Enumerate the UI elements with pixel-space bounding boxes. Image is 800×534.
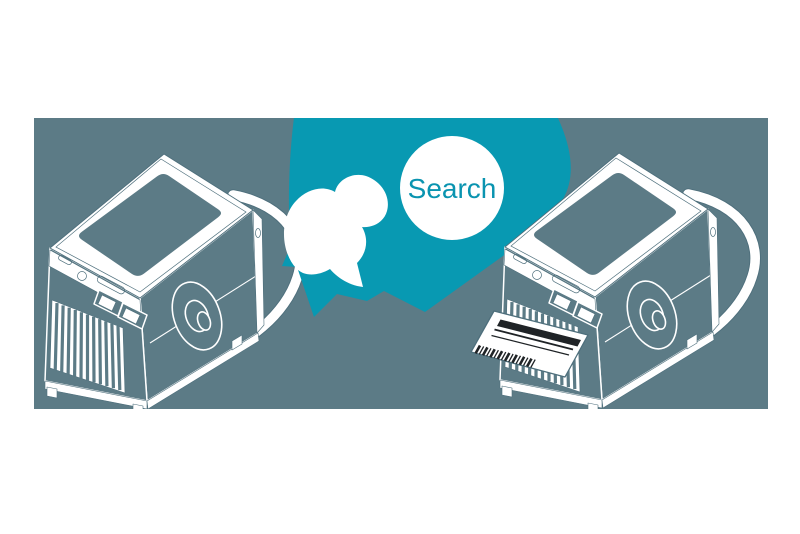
barcode-label-icon [470, 310, 589, 378]
search-label: Search [408, 173, 497, 204]
search-bubble [400, 136, 504, 240]
cloud-icon [283, 174, 388, 287]
